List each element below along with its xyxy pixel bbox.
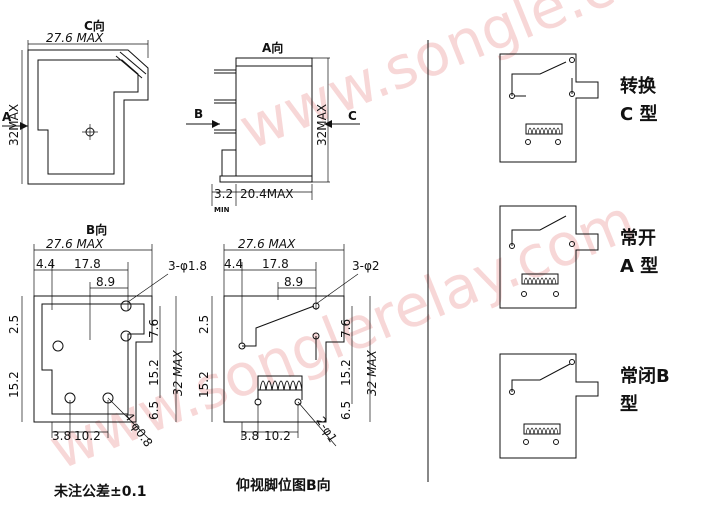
bottom-view-d152: 15.2	[197, 371, 211, 398]
b-view-d178: 17.8	[74, 257, 101, 271]
b-view-d89: 8.9	[96, 275, 115, 289]
type-c-line2: C 型	[620, 103, 657, 125]
b-view-d44: 4.4	[36, 257, 55, 271]
type-a-schematic	[499, 205, 599, 309]
bottom-view-d44: 4.4	[224, 257, 243, 271]
bottom-view-d102: 10.2	[264, 429, 291, 443]
a-view-height: 32MAX	[315, 104, 329, 146]
a-view-title: A向	[262, 40, 283, 55]
b-view: B向 27.6 MAX 4.4 17.8 8.9 3-φ1.8 2.5 15.2…	[7, 222, 207, 450]
c-view-height: 32MAX	[7, 104, 21, 146]
c-view-arrow-label: A	[2, 110, 12, 124]
bottom-view-d152b: 15.2	[339, 359, 353, 386]
b-view-title: B向	[86, 222, 107, 237]
bottom-view-d38: 3.8	[240, 429, 259, 443]
tolerance-caption: 未注公差±0.1	[54, 483, 147, 500]
b-view-d152: 15.2	[7, 371, 21, 398]
b-view-d102: 10.2	[74, 429, 101, 443]
a-view-arrow-b: B	[194, 107, 203, 121]
type-b-line1: 常闭B	[620, 365, 670, 387]
bottom-view-height: 32 MAX	[365, 349, 379, 396]
c-view-width: 27.6 MAX	[46, 31, 104, 45]
type-a-line1: 常开	[620, 227, 656, 249]
a-view: A向 32MAX B C 3.2 20.4MAX MIN	[186, 40, 360, 214]
b-view-holes: 3-φ1.8	[168, 259, 207, 273]
bottom-view-pins: 2-φ1	[313, 414, 339, 445]
c-view: C向 27.6 MAX 32MAX A	[2, 18, 149, 185]
type-a-line2: A 型	[620, 255, 658, 277]
type-c-schematic	[499, 53, 599, 163]
bottom-view-d76: 7.6	[339, 319, 353, 338]
type-c-line1: 转换	[620, 75, 657, 97]
b-view-d38: 3.8	[52, 429, 71, 443]
bottom-view-d178: 17.8	[262, 257, 289, 271]
b-view-d76: 7.6	[147, 319, 161, 338]
bottom-view-d89: 8.9	[284, 275, 303, 289]
b-view-d152b: 15.2	[147, 359, 161, 386]
b-view-d25: 2.5	[7, 315, 21, 334]
a-view-arrow-c: C	[348, 109, 357, 123]
bottom-view-caption: 仰视脚位图B向	[236, 477, 331, 494]
type-b-line2: 型	[620, 393, 638, 415]
b-view-width: 27.6 MAX	[46, 237, 104, 251]
bottom-view: 27.6 MAX 4.4 17.8 8.9 3-φ2 2.5 15.2 7.6 …	[197, 237, 380, 447]
b-view-d65: 6.5	[147, 401, 161, 420]
bottom-view-d25: 2.5	[197, 315, 211, 334]
a-view-min: MIN	[214, 206, 230, 214]
a-view-depth: 20.4MAX	[240, 187, 294, 201]
b-view-height: 32 MAX	[171, 349, 185, 396]
c-view-title: C向	[84, 18, 105, 33]
bottom-view-d65: 6.5	[339, 401, 353, 420]
bottom-view-holes: 3-φ2	[352, 259, 380, 273]
type-b-schematic	[499, 353, 599, 459]
a-view-pin-length: 3.2	[214, 187, 233, 201]
bottom-view-width: 27.6 MAX	[238, 237, 296, 251]
